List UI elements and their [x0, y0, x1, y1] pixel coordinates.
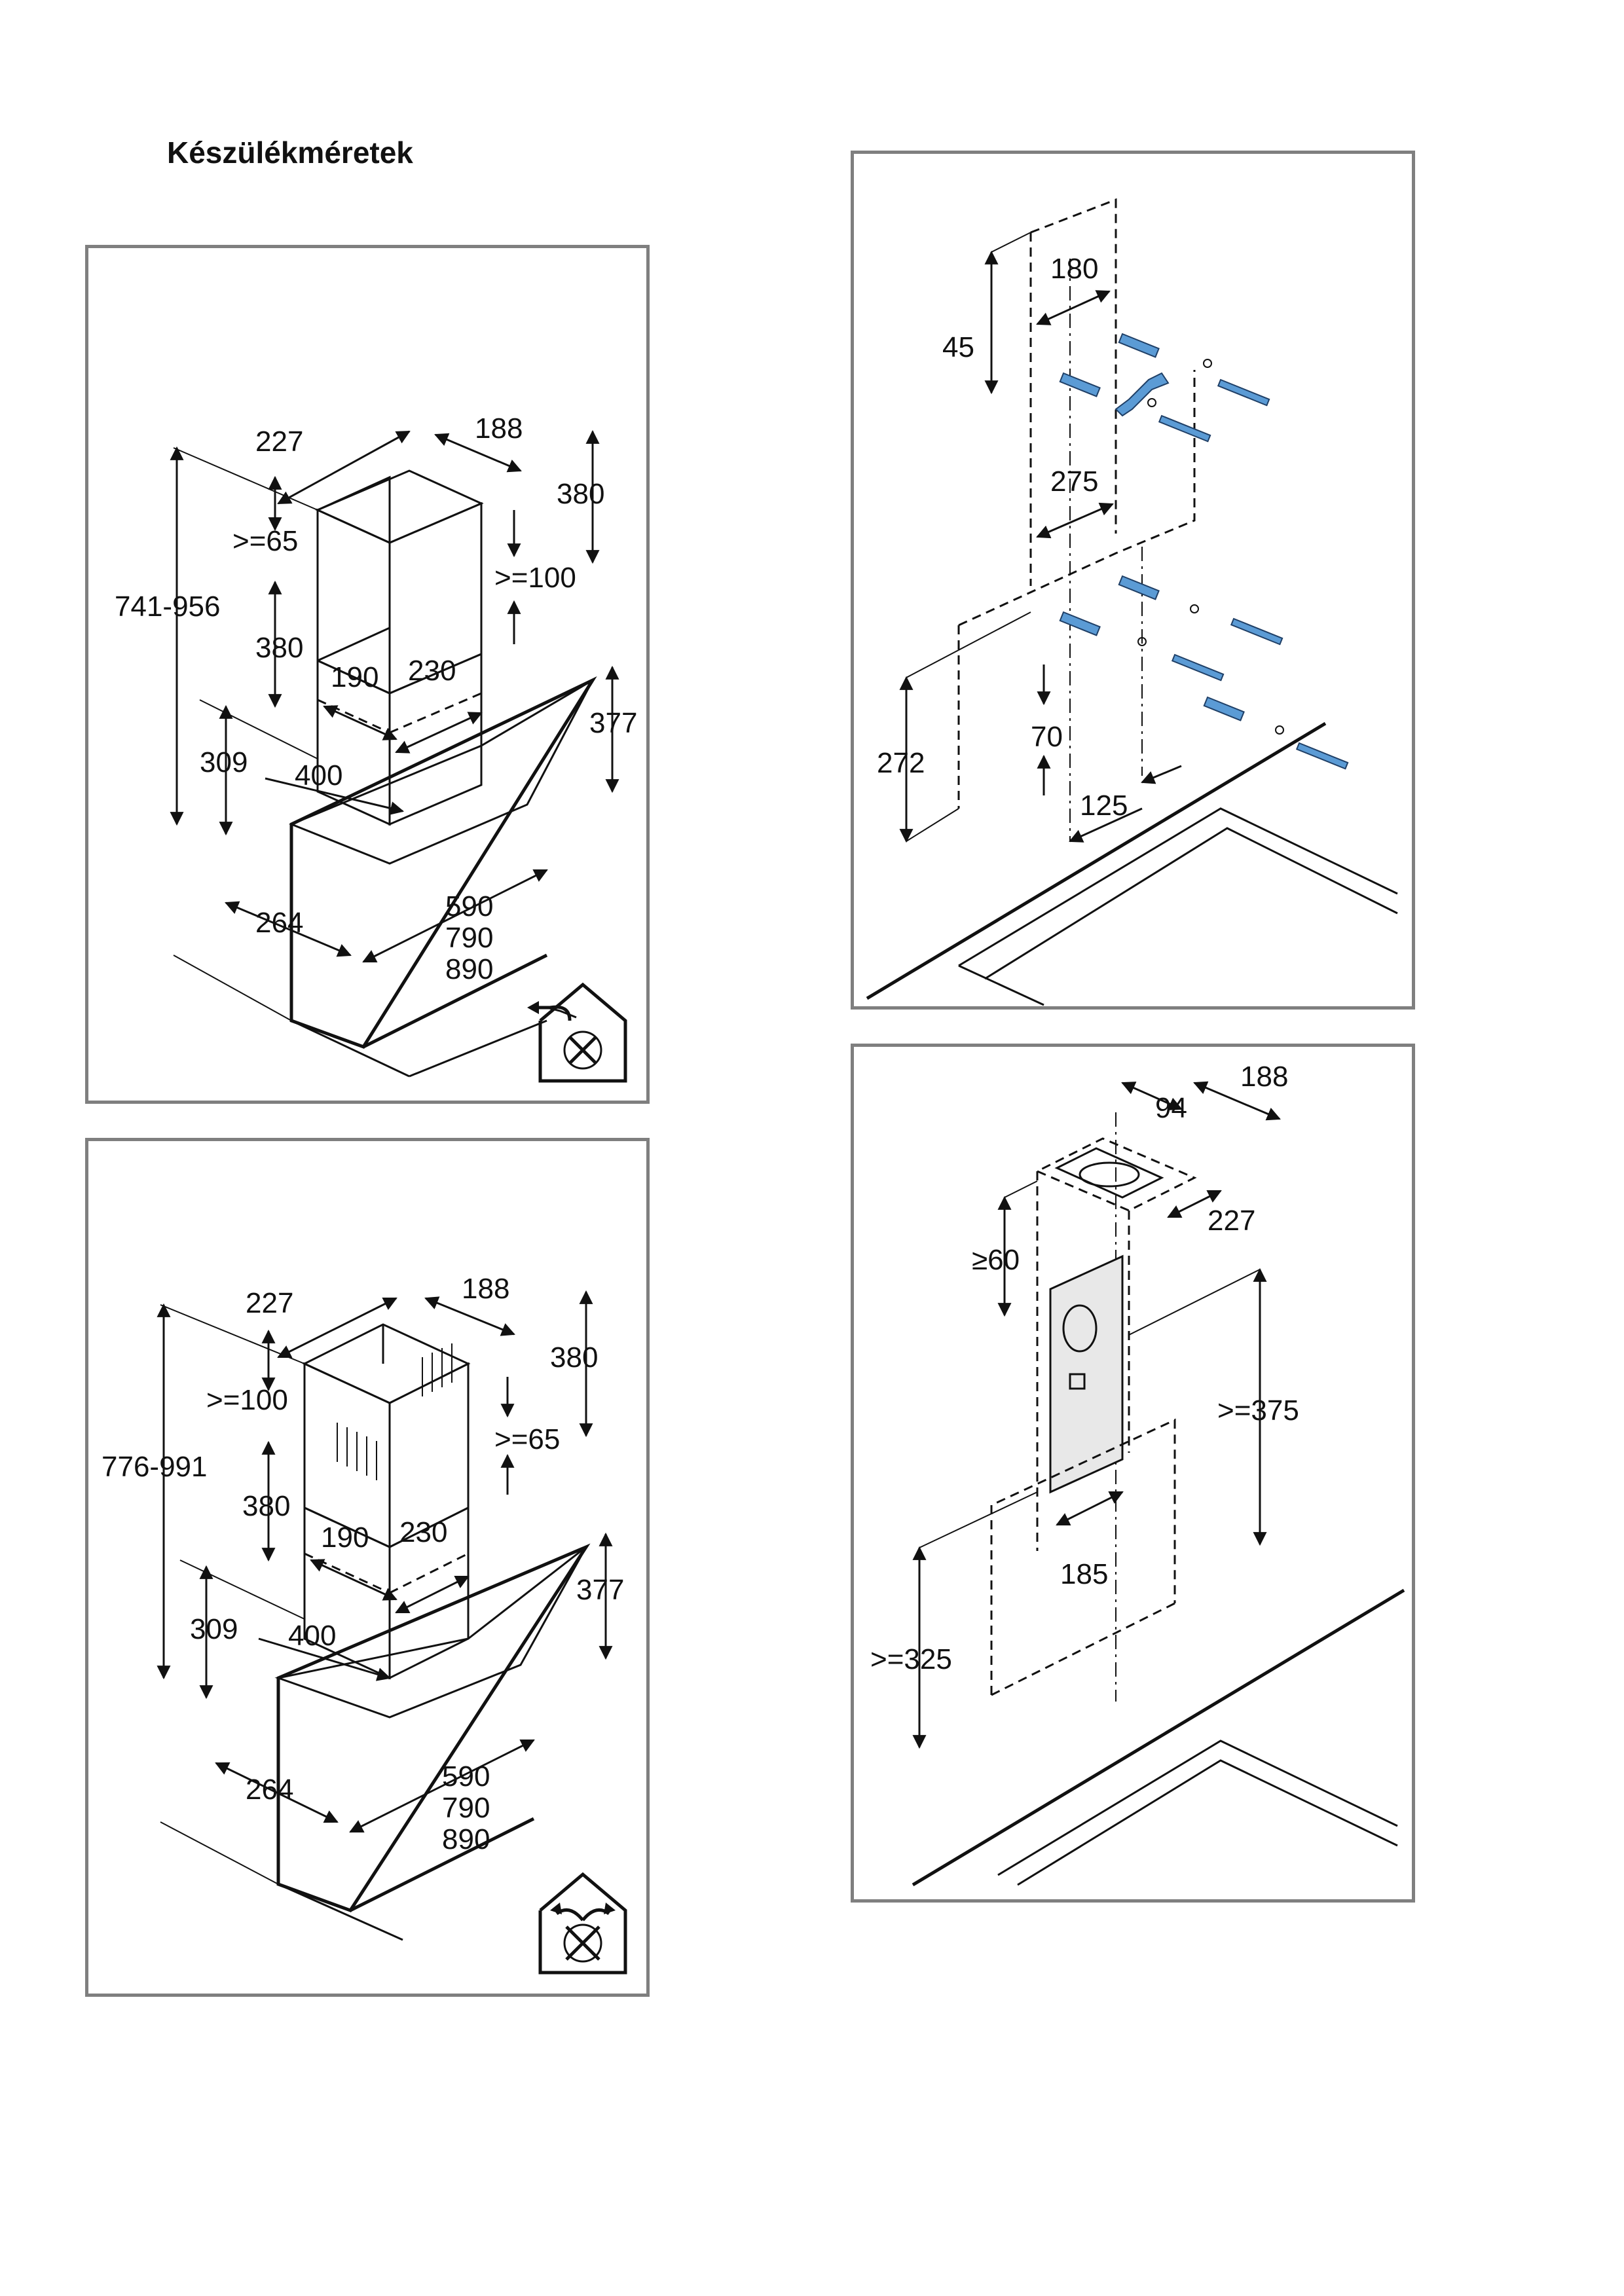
dim-label: 741-956: [115, 591, 220, 623]
dim-label: 185: [1060, 1558, 1108, 1590]
ceiling-duct-diagram: 188 94 227 ≥60 >=375 185 >=325: [870, 1061, 1405, 1887]
dim-label: 380: [242, 1490, 290, 1522]
dim-label: 190: [331, 661, 378, 693]
dim-label: 227: [1208, 1205, 1255, 1237]
panel-wall-mounting: 180 45 275 272 70 125: [851, 151, 1415, 1010]
dim-label: 188: [462, 1273, 509, 1305]
dim-label: 188: [1240, 1061, 1288, 1093]
dim-label: 400: [288, 1620, 336, 1652]
dim-label: 380: [255, 632, 303, 664]
hood-recirculation-diagram: 227 188 380 >=100 >=65 776-991 380 190 2…: [101, 1273, 627, 1975]
dim-label: 180: [1050, 253, 1098, 285]
panel-ceiling-duct: 188 94 227 ≥60 >=375 185 >=325: [851, 1044, 1415, 1903]
dim-label: 890: [445, 953, 493, 985]
dim-label: >=65: [494, 1423, 560, 1455]
dim-label: 272: [877, 747, 925, 779]
dim-label: 380: [557, 478, 604, 510]
hood-exhaust-diagram: 227 188 380 >=65 >=100 741-956 380 190 2…: [115, 412, 637, 1083]
dim-label: >=325: [870, 1643, 952, 1675]
dim-label: 264: [255, 907, 303, 939]
dim-label: 400: [295, 759, 342, 792]
dim-label: 230: [408, 655, 456, 687]
dim-label: 380: [550, 1341, 598, 1374]
dim-label: 309: [190, 1613, 238, 1645]
dim-label: >=375: [1217, 1394, 1299, 1427]
wall-mounting-diagram: 180 45 275 272 70 125: [866, 198, 1398, 1006]
dim-label: ≥60: [972, 1244, 1020, 1276]
dim-label: 377: [576, 1574, 624, 1606]
dim-label: 275: [1050, 465, 1098, 498]
screws-icon: [1059, 333, 1349, 770]
dim-label: 188: [475, 412, 523, 445]
page-title: Készülékméretek: [167, 136, 413, 170]
dim-label: 227: [255, 426, 303, 458]
dim-label: >=100: [206, 1384, 288, 1416]
dim-label: 94: [1155, 1092, 1187, 1124]
dim-label: 590: [442, 1760, 490, 1793]
dim-label: 890: [442, 1823, 490, 1855]
dim-label: 70: [1031, 721, 1063, 753]
dim-label: 590: [445, 890, 493, 922]
dim-label: 790: [442, 1792, 490, 1824]
panel-hood-exhaust: 227 188 380 >=65 >=100 741-956 380 190 2…: [85, 245, 650, 1104]
exhaust-mode-house-icon: [527, 982, 627, 1083]
dim-label: 776-991: [101, 1451, 207, 1483]
dim-label: >=100: [494, 562, 576, 594]
dim-label: 230: [399, 1516, 447, 1548]
recirculation-mode-house-icon: [538, 1872, 627, 1975]
dim-label: 45: [942, 331, 974, 363]
dim-label: 125: [1080, 790, 1128, 822]
mounting-bracket-icon: [1115, 372, 1170, 417]
dim-label: 227: [246, 1287, 293, 1319]
dim-label: 309: [200, 746, 248, 778]
dim-label: >=65: [232, 525, 298, 557]
dim-label: 790: [445, 922, 493, 954]
dim-label: 264: [246, 1774, 293, 1806]
dim-label: 190: [321, 1522, 369, 1554]
panel-hood-recirculation: 227 188 380 >=100 >=65 776-991 380 190 2…: [85, 1138, 650, 1997]
dim-label: 377: [589, 707, 637, 739]
